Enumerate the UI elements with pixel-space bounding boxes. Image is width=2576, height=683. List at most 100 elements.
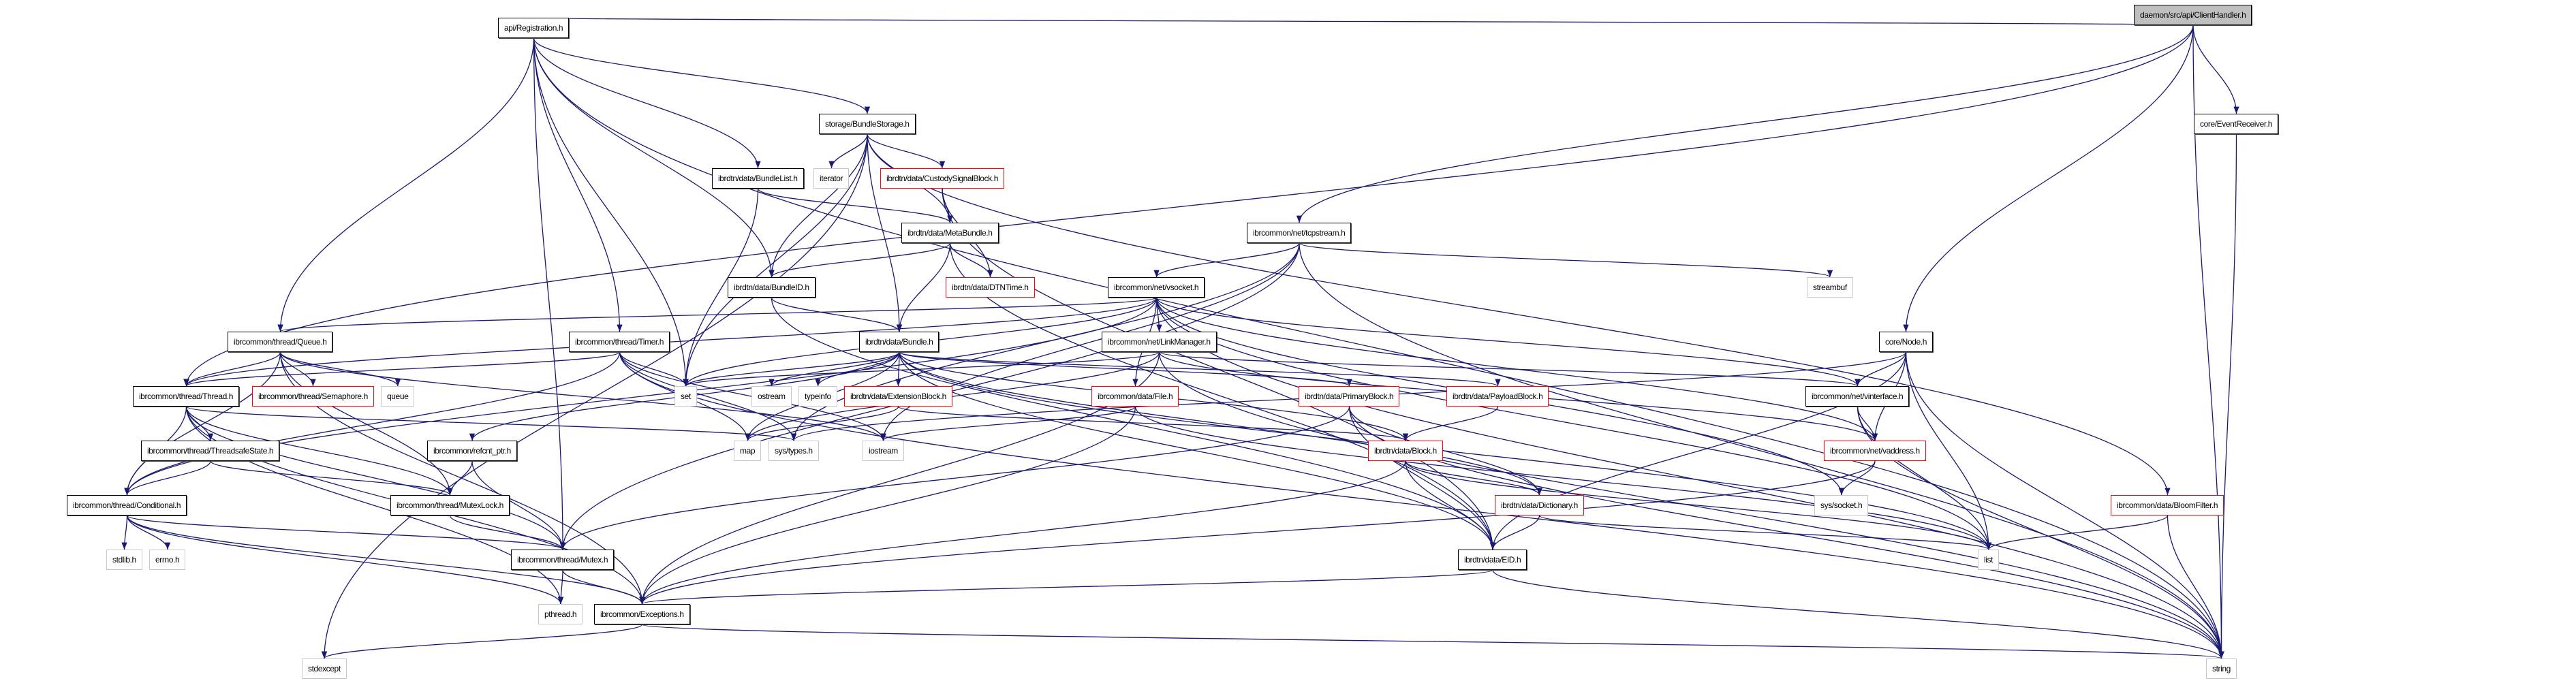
node-streambuf[interactable]: streambuf — [1807, 277, 1853, 298]
edge-threadsafestate-to-mutexlock — [210, 460, 453, 496]
node-systypes[interactable]: sys/types.h — [769, 441, 819, 461]
edge-primaryblock-to-mutex — [559, 406, 1350, 550]
node-set[interactable]: set — [674, 386, 697, 407]
node-refcnt[interactable]: ibrcommon/refcnt_ptr.h — [427, 441, 517, 461]
edge-vinterface-to-vaddress — [1857, 406, 1878, 441]
edge-timer-to-conditional — [124, 351, 621, 496]
node-bundlestorage[interactable]: storage/BundleStorage.h — [819, 114, 916, 134]
edge-refcnt-to-mutexlock — [447, 460, 473, 496]
node-bundlelist[interactable]: ibrdtn/data/BundleList.h — [712, 168, 804, 189]
node-typeinfo[interactable]: typeinfo — [798, 386, 837, 407]
node-list[interactable]: list — [1978, 550, 2000, 570]
node-conditional[interactable]: ibrcommon/thread/Conditional.h — [67, 495, 187, 515]
edge-bundle-to-payloadblock — [899, 351, 1501, 387]
edge-tcpstream-to-vsocket — [1153, 242, 1300, 278]
node-clienthandler[interactable]: daemon/src/api/ClientHandler.h — [2134, 5, 2252, 25]
edge-clienthandler-to-eventreceiver — [2192, 25, 2239, 114]
node-eid[interactable]: ibrdtn/data/EID.h — [1458, 550, 1527, 570]
node-exceptions[interactable]: ibrcommon/Exceptions.h — [594, 604, 690, 624]
node-custodysignal[interactable]: ibrdtn/data/CustodySignalBlock.h — [880, 168, 1004, 189]
node-map[interactable]: map — [734, 441, 762, 461]
edge-eventreceiver-to-string — [2218, 133, 2237, 659]
edge-bundlestorage-to-custodysignal — [867, 133, 946, 169]
edge-file-to-list — [1134, 406, 1992, 550]
node-queue-h[interactable]: ibrcommon/thread/Queue.h — [228, 332, 333, 352]
node-bundleid[interactable]: ibrdtn/data/BundleID.h — [728, 277, 816, 298]
edge-conditional-to-stdlib — [121, 515, 128, 550]
node-block[interactable]: ibrdtn/data/Block.h — [1368, 441, 1443, 461]
node-payloadblock[interactable]: ibrdtn/data/PayloadBlock.h — [1446, 386, 1549, 407]
node-vinterface[interactable]: ibrcommon/net/vinterface.h — [1805, 386, 1910, 407]
edge-timer-to-string — [619, 351, 2224, 659]
edge-vaddress-to-syssocket — [1838, 460, 1876, 496]
edge-vsocket-to-thread — [183, 297, 1158, 387]
edge-queue_h-to-mutexlock — [279, 351, 453, 496]
edge-timer-to-systypes — [619, 351, 797, 441]
edge-vinterface-to-list — [1857, 406, 1992, 550]
edge-mutex-to-pthread — [557, 569, 564, 605]
edge-bundle-to-typeinfo — [815, 351, 900, 387]
edge-file-to-iostream — [880, 406, 1136, 441]
node-iostream[interactable]: iostream — [863, 441, 904, 461]
node-metabundle[interactable]: ibrdtn/data/MetaBundle.h — [901, 223, 999, 243]
edge-conditional-to-errno — [126, 515, 171, 550]
node-vaddress[interactable]: ibrcommon/net/vaddress.h — [1824, 441, 1926, 461]
edge-linkmanager-to-vinterface — [1158, 351, 1861, 387]
node-core-node[interactable]: core/Node.h — [1879, 332, 1933, 352]
node-dtntime[interactable]: ibrdtn/data/DTNTime.h — [946, 277, 1035, 298]
edge-primaryblock-to-eid — [1348, 406, 1496, 550]
node-registration[interactable]: api/Registration.h — [498, 18, 570, 38]
edge-exceptions-to-string — [641, 624, 2224, 659]
node-bundle[interactable]: ibrdtn/data/Bundle.h — [859, 332, 940, 352]
edge-block-to-list — [1405, 460, 1991, 550]
edge-block-to-eid — [1405, 460, 1496, 550]
edge-eid-to-string — [1492, 569, 2224, 659]
node-ostream[interactable]: ostream — [751, 386, 792, 407]
node-primaryblock[interactable]: ibrdtn/data/PrimaryBlock.h — [1299, 386, 1400, 407]
node-bloomfilter[interactable]: ibrcommon/data/BloomFilter.h — [2111, 495, 2224, 515]
node-thread[interactable]: ibrcommon/thread/Thread.h — [133, 386, 240, 407]
edge-queue_h-to-iostream — [279, 351, 886, 441]
node-extensionblock[interactable]: ibrdtn/data/ExtensionBlock.h — [844, 386, 952, 407]
edge-mutex-to-exceptions — [562, 569, 645, 605]
edge-node-to-eid — [1489, 351, 1907, 550]
edge-node-to-string — [1905, 351, 2224, 659]
node-stdexcept[interactable]: stdexcept — [302, 658, 347, 679]
edge-refcnt-to-mutex — [471, 460, 566, 550]
node-iterator[interactable]: iterator — [813, 168, 850, 189]
node-eventreceiver[interactable]: core/EventReceiver.h — [2194, 114, 2279, 134]
node-stdlib[interactable]: stdlib.h — [106, 550, 142, 570]
edge-registration-to-bundleid — [533, 37, 775, 278]
node-file[interactable]: ibrcommon/data/File.h — [1091, 386, 1179, 407]
edge-bundlestorage-to-bundle — [867, 133, 903, 332]
edge-bundlestorage-to-iterator — [828, 133, 868, 169]
edge-tcpstream-to-string — [1299, 242, 2224, 659]
edge-vaddress-to-exceptions — [639, 460, 1876, 605]
node-mutex[interactable]: ibrcommon/thread/Mutex.h — [511, 550, 615, 570]
node-syssocket[interactable]: sys/socket.h — [1814, 495, 1869, 515]
node-vsocket[interactable]: ibrcommon/net/vsocket.h — [1108, 277, 1205, 298]
edge-registration-to-timer — [533, 37, 623, 332]
node-mutexlock[interactable]: ibrcommon/thread/MutexLock.h — [390, 495, 510, 515]
edge-bundle-to-ostream — [769, 351, 900, 387]
node-semaphore[interactable]: ibrcommon/thread/Semaphore.h — [252, 386, 374, 407]
node-dictionary[interactable]: ibrdtn/data/Dictionary.h — [1495, 495, 1584, 515]
node-tcpstream[interactable]: ibrcommon/net/tcpstream.h — [1247, 223, 1352, 243]
node-linkmanager[interactable]: ibrcommon/net/LinkManager.h — [1102, 332, 1217, 352]
edge-clienthandler-to-node — [1903, 25, 2194, 332]
edge-bloomfilter-to-list — [1985, 515, 2169, 550]
edge-primaryblock-to-string — [1348, 406, 2224, 659]
node-queue[interactable]: queue — [381, 386, 415, 407]
edge-queue_h-to-semaphore — [279, 351, 316, 387]
edge-registration-to-string — [533, 37, 2224, 659]
node-string[interactable]: string — [2206, 658, 2237, 679]
node-errno[interactable]: errno.h — [149, 550, 186, 570]
node-pthread[interactable]: pthread.h — [538, 604, 583, 624]
edge-bundlestorage-to-bundleid — [769, 133, 868, 278]
edge-linkmanager-to-string — [1158, 351, 2224, 659]
node-threadsafestate[interactable]: ibrcommon/thread/ThreadsafeState.h — [141, 441, 280, 461]
node-timer[interactable]: ibrcommon/thread/Timer.h — [569, 332, 670, 352]
edge-vsocket-to-queue_h — [278, 297, 1158, 332]
